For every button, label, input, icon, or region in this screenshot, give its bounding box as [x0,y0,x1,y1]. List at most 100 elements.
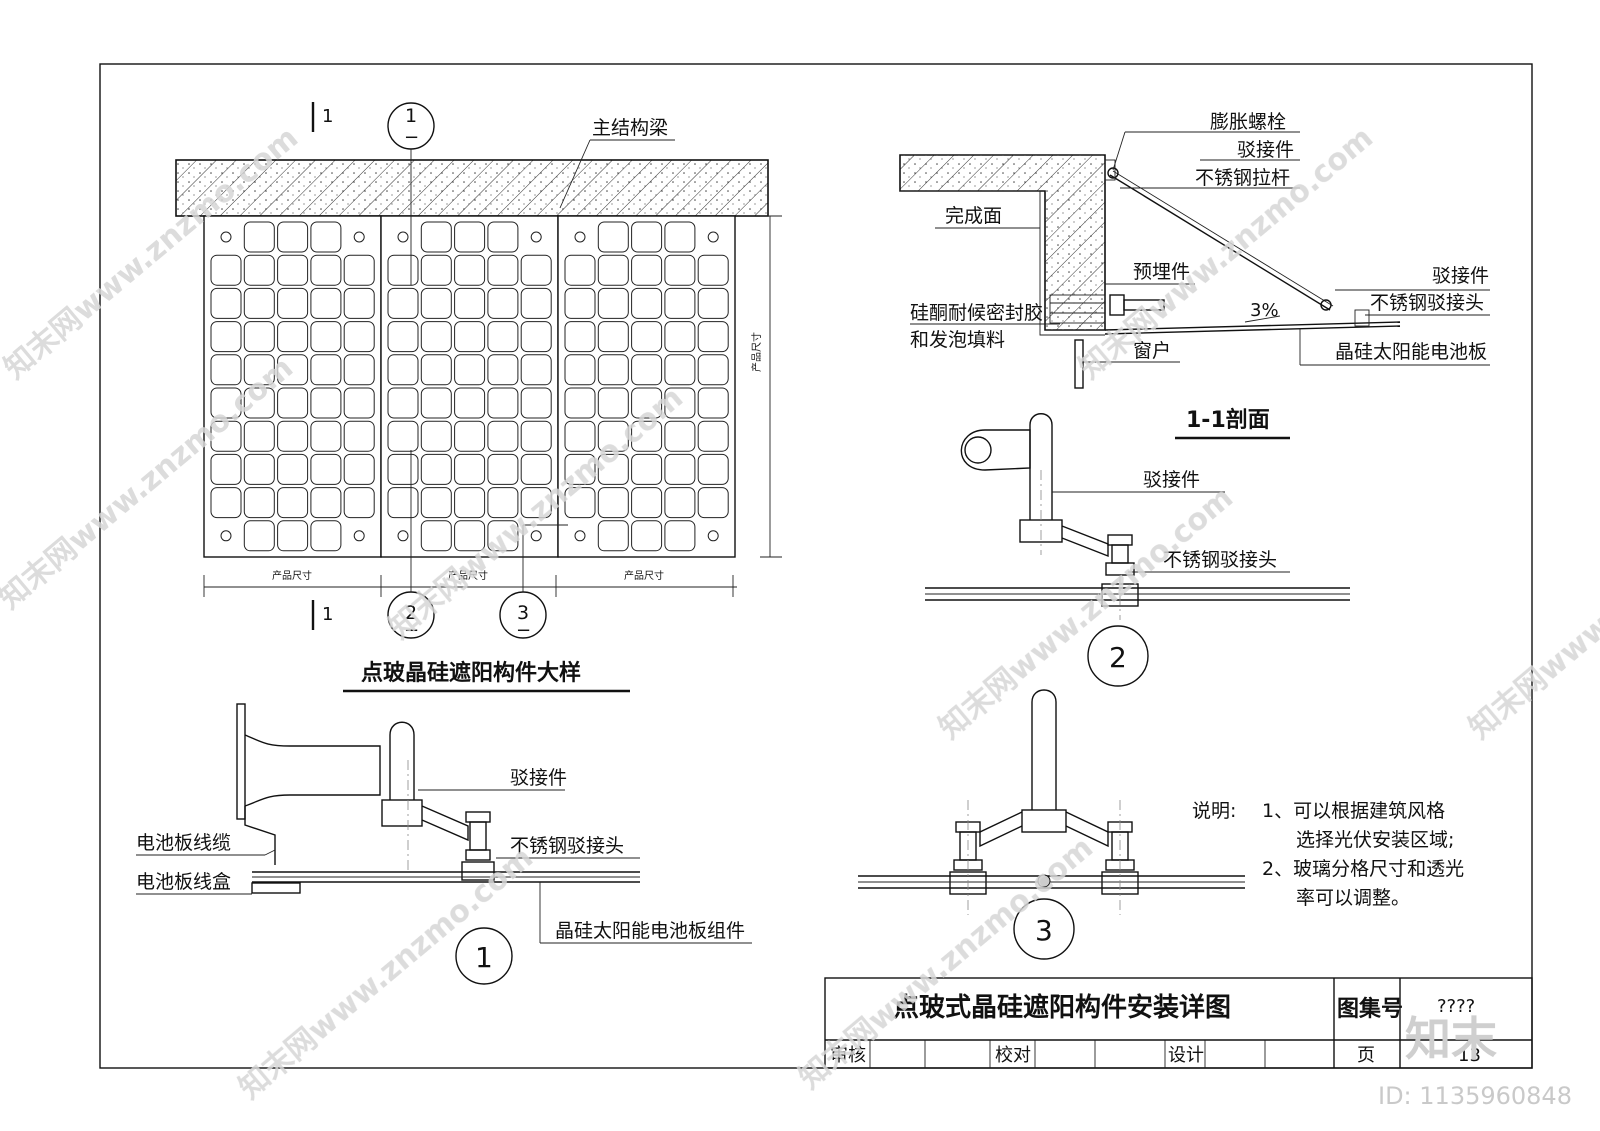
solar-cell [597,420,629,452]
solar-cell [564,387,596,419]
main-beam [175,159,769,217]
svg-text:产品尺寸: 产品尺寸 [750,332,763,372]
solar-cell [520,420,552,452]
solar-cell [564,354,596,386]
solar-cell [664,321,696,353]
svg-text:2: 2 [405,602,417,624]
slope-label: 3% [1250,300,1279,321]
detail-1: 驳接件 电池板线缆 不锈钢驳接头 电池板线盒 晶硅太阳能电池板组件 1 [136,703,752,985]
solar-cell [210,254,242,286]
solar-cell [597,354,629,386]
sheet-title: 点玻式晶硅遮阳构件安装详图 [893,992,1231,1023]
solar-cell [387,287,419,319]
solar-cell [387,453,419,485]
solar-cell [631,254,663,286]
sealant-label-1: 硅酮耐候密封胶 [910,302,1043,324]
solar-cell [597,487,629,519]
solar-cell [210,487,242,519]
solar-cell [697,387,729,419]
solar-cell [487,453,519,485]
solar-cell [420,221,452,253]
solar-cell [697,354,729,386]
sealant-label-2: 和发泡填料 [910,329,1005,351]
solar-cell [454,387,486,419]
solar-cell [210,354,242,386]
d2-joint-label: 不锈钢驳接头 [1163,549,1277,571]
solar-cell [697,453,729,485]
solar-cell [420,387,452,419]
solar-cell [243,487,275,519]
solar-cell [664,254,696,286]
detail-3-number: 3 [1035,914,1053,947]
solar-cell [454,420,486,452]
solar-cell [664,487,696,519]
solar-cell [597,321,629,353]
solar-cell [487,420,519,452]
solar-cell [210,387,242,419]
main-drawing: 主结构梁 1 1 1 − 2 − 3 − [175,102,782,693]
solar-cell [664,520,696,552]
solar-cell [310,487,342,519]
solar-cell [487,254,519,286]
panel-fixing-hole [397,530,409,542]
solar-cell [277,254,309,286]
solar-cell [520,354,552,386]
d1-connector-label: 驳接件 [510,767,567,789]
svg-text:产品尺寸: 产品尺寸 [448,569,488,582]
solar-cell [631,321,663,353]
solar-cell [310,287,342,319]
section-1-1: 3% 膨胀螺栓 驳接件 不锈钢拉杆 驳接件 不锈钢驳接头 晶硅太阳能电池板 完成… [899,111,1490,440]
notes-prefix: 说明: [1192,800,1236,822]
solar-cell [210,321,242,353]
solar-cell [631,453,663,485]
solar-cell [343,321,375,353]
solar-cell [454,321,486,353]
solar-cell [310,221,342,253]
solar-cell [664,221,696,253]
solar-cell [343,287,375,319]
svg-text:产品尺寸: 产品尺寸 [624,569,664,582]
solar-cell [487,387,519,419]
svg-text:知末网www.znzmo.com: 知末网www.znzmo.com [233,840,540,1106]
check-label: 校对 [995,1045,1031,1066]
solar-cell [343,387,375,419]
note-line-3: 2、玻璃分格尺寸和透光 [1262,858,1464,880]
page-value: 13 [1458,1045,1481,1066]
bottom-dimension: 产品尺寸 产品尺寸 产品尺寸 [203,569,737,597]
d2-connector-label: 驳接件 [1143,469,1200,491]
solar-cell [697,420,729,452]
solar-cell [420,287,452,319]
connector2-label: 驳接件 [1432,265,1489,287]
window-label: 窗户 [1133,340,1171,362]
solar-cell [343,254,375,286]
svg-text:−: − [516,620,531,641]
solar-cell [277,487,309,519]
right-dimension: 产品尺寸 [750,215,782,558]
svg-text:−: − [404,620,419,641]
solar-cell [243,387,275,419]
solar-cell [597,254,629,286]
solar-cell [454,221,486,253]
detail-2-number: 2 [1109,641,1127,674]
solar-cell [664,387,696,419]
atlas-value: ???? [1437,996,1475,1017]
solar-cell [520,453,552,485]
panel-fixing-hole [707,231,719,243]
solar-cell [631,354,663,386]
solar-cell [243,420,275,452]
d1-box-label: 电池板线盒 [136,871,231,893]
svg-text:3: 3 [517,602,529,624]
svg-text:产品尺寸: 产品尺寸 [272,569,312,582]
embed-label: 预埋件 [1133,261,1190,283]
solar-cell [343,487,375,519]
solar-cell [487,520,519,552]
solar-cell [631,221,663,253]
solar-cell [454,287,486,319]
panel-fixing-hole [574,530,586,542]
panel-fixing-hole [353,231,365,243]
solar-cell [387,254,419,286]
solar-cell [631,420,663,452]
solar-panels [203,215,736,558]
solar-cell [277,520,309,552]
solar-cell [420,453,452,485]
